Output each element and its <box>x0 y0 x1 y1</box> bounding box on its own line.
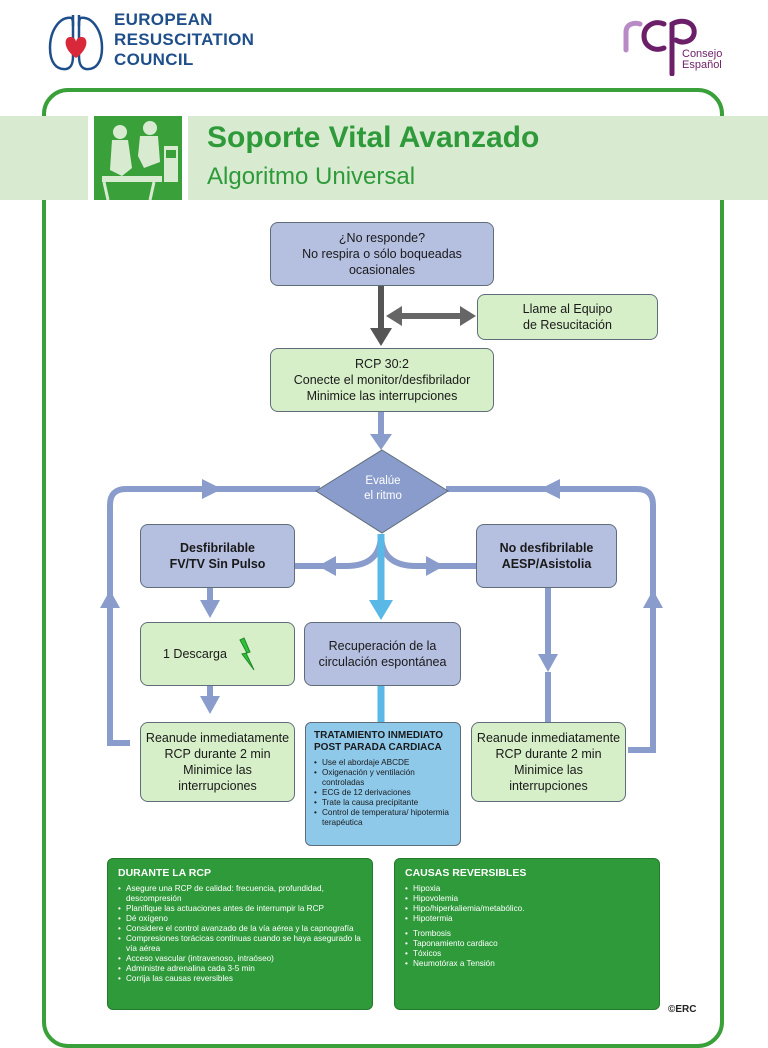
arrowhead-loop-left-up <box>100 590 120 608</box>
arrowhead-to-reanude-left <box>200 696 220 714</box>
evalue-ritmo-diamond <box>315 449 449 534</box>
no-desfibrilable-box: No desfibrilable AESP/Asistolia <box>476 524 617 588</box>
rcp-consejo-subtitle: Consejo Español <box>682 48 723 71</box>
list-item: Hipotermia <box>405 914 649 924</box>
arrowhead-right-mid <box>538 654 558 672</box>
loop-right <box>446 486 656 753</box>
list-item: Hipoxia <box>405 884 649 894</box>
shock-bolt-icon <box>239 637 255 671</box>
arrowhead-to-rcp <box>370 328 392 346</box>
rcp-30-2-box: RCP 30:2 Conecte el monitor/desfibrilado… <box>270 348 494 412</box>
causas-list-1: Hipoxia Hipovolemia Hipo/hiperkaliemia/m… <box>405 884 649 924</box>
list-item: Administre adrenalina cada 3-5 min <box>118 964 362 974</box>
post-parada-list: Use el abordaje ABCDE Oxigenación y vent… <box>314 758 452 828</box>
page-title: Soporte Vital Avanzado <box>207 121 540 154</box>
list-item: Dé oxígeno <box>118 914 362 924</box>
post-parada-box: TRATAMIENTO INMEDIATO POST PARADA CARDIA… <box>305 722 461 846</box>
arrowhead-call-right <box>460 306 476 326</box>
branch-to-desfibrilable <box>295 533 384 569</box>
llame-equipo-box: Llame al Equipo de Resucitación <box>477 294 658 340</box>
erc-organization-name: EUROPEAN RESUSCITATION COUNCIL <box>114 10 255 69</box>
list-item: Planifique las actuaciones antes de inte… <box>118 904 362 914</box>
durante-rcp-title: DURANTE LA RCP <box>118 867 211 879</box>
arrowhead-to-evalue <box>370 434 392 450</box>
arrowhead-loop-right-left <box>540 479 560 499</box>
list-item: Control de temperatura/ hipotermia terap… <box>314 808 452 828</box>
title-band-left <box>0 116 88 200</box>
arrowhead-branch-right <box>426 556 444 576</box>
loop-left <box>107 486 320 746</box>
list-item: Taponamiento cardiaco <box>405 939 649 949</box>
causas-reversibles-box: CAUSAS REVERSIBLES Hipoxia Hipovolemia H… <box>394 858 660 1010</box>
erc-lungs-heart-logo <box>48 15 104 71</box>
list-item: ECG de 12 derivaciones <box>314 788 452 798</box>
page-subtitle: Algoritmo Universal <box>207 163 416 190</box>
list-item: Hipo/hiperkaliemia/metabólico. <box>405 904 649 914</box>
list-item: Neumotórax a Tensión <box>405 959 649 969</box>
arrowhead-loop-left-right <box>202 479 222 499</box>
desfibrilable-box: Desfibrilable FV/TV Sin Pulso <box>140 524 295 588</box>
list-item: Compresiones torácicas continuas cuando … <box>118 934 362 954</box>
list-item: Acceso vascular (intravenoso, intraóseo) <box>118 954 362 964</box>
list-item: Tóxicos <box>405 949 649 959</box>
list-item: Asegure una RCP de calidad: frecuencia, … <box>118 884 362 904</box>
list-item: Corrija las causas reversibles <box>118 974 362 984</box>
list-item: Considere el control avanzado de la vía … <box>118 924 362 934</box>
rcp-consejo-logo <box>623 18 697 76</box>
title-band-right <box>188 116 768 200</box>
reanude-left-box: Reanude inmediatamente RCP durante 2 min… <box>140 722 295 802</box>
reanude-right-box: Reanude inmediatamente RCP durante 2 min… <box>471 722 626 802</box>
causas-reversibles-title: CAUSAS REVERSIBLES <box>405 867 527 879</box>
arrowhead-branch-left <box>318 556 336 576</box>
arrowhead-loop-right-up <box>643 590 663 608</box>
evalue-ritmo-label: Evalúe el ritmo <box>364 475 402 502</box>
descarga-box: 1 Descarga <box>140 622 295 686</box>
post-parada-title: TRATAMIENTO INMEDIATO POST PARADA CARDIA… <box>314 730 444 753</box>
causas-list-2: Trombosis Taponamiento cardiaco Tóxicos … <box>405 929 649 969</box>
recuperacion-box: Recuperación de la circulación espontáne… <box>304 622 461 686</box>
arrowhead-to-recuperacion <box>369 600 393 620</box>
list-item: Trate la causa precipitante <box>314 798 452 808</box>
resuscitation-team-illustration <box>94 116 182 200</box>
list-item: Oxigenación y ventilación controladas <box>314 768 452 788</box>
list-item: Hipovolemia <box>405 894 649 904</box>
list-item: Use el abordaje ABCDE <box>314 758 452 768</box>
no-responde-box: ¿No responde? No respira o sólo boqueada… <box>270 222 494 286</box>
durante-rcp-box: DURANTE LA RCP Asegure una RCP de calida… <box>107 858 373 1010</box>
arrowhead-call-left <box>386 306 402 326</box>
copyright-mark: ©ERC <box>668 1004 697 1015</box>
list-item: Trombosis <box>405 929 649 939</box>
durante-rcp-list: Asegure una RCP de calidad: frecuencia, … <box>118 884 362 984</box>
flowchart-connectors <box>100 286 663 753</box>
arrowhead-to-descarga <box>200 600 220 618</box>
